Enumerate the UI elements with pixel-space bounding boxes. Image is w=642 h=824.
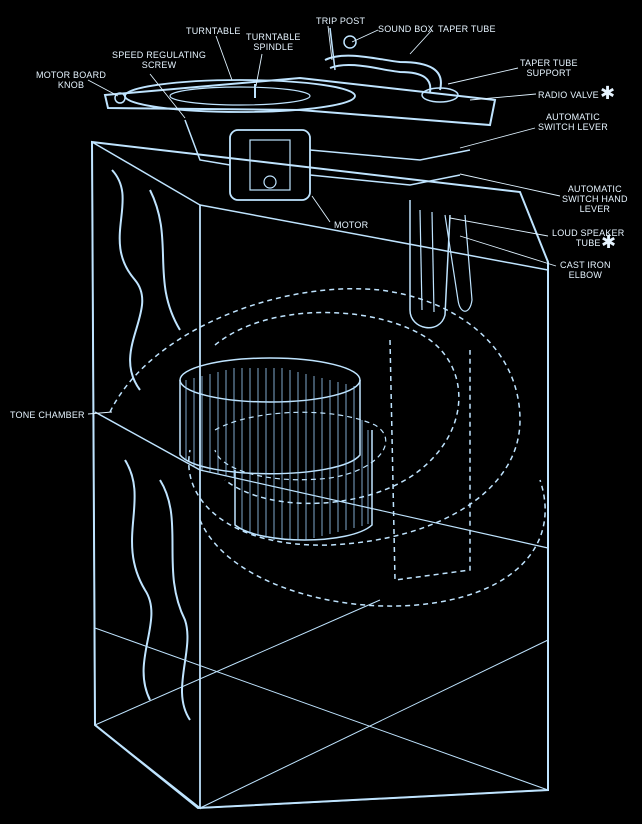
label-line: TUBE xyxy=(575,238,601,248)
leader-speed-screw xyxy=(149,73,186,119)
speed-screw-linkage xyxy=(184,119,231,166)
loud-speaker-asterisk: ✱ xyxy=(601,232,617,253)
turntable-disc xyxy=(124,79,356,113)
cylinder-lower xyxy=(234,430,373,541)
cylinder-side xyxy=(179,380,361,475)
label-line: LEVER xyxy=(579,204,611,214)
wood-grain xyxy=(111,169,144,391)
tone-chamber-passages xyxy=(109,288,546,607)
loud-speaker-tubes xyxy=(409,200,473,329)
label-line: AUTOMATIC xyxy=(567,184,622,194)
leader-loud-speaker-tube xyxy=(449,217,549,237)
label-tone-chamber: TONE CHAMBER xyxy=(10,410,85,420)
leader-tone-chamber xyxy=(87,411,113,415)
cabinet xyxy=(90,140,549,810)
label-line: SPEED REGULATING xyxy=(112,50,207,60)
label-line: SWITCH LEVER xyxy=(538,122,608,132)
leader-switch-lever xyxy=(459,127,536,149)
label-line: AUTOMATIC xyxy=(545,112,600,122)
taper-tube xyxy=(324,54,442,91)
turntable-ring xyxy=(169,86,311,106)
label-line: TAPER TUBE xyxy=(520,58,578,68)
motor-board-top xyxy=(103,76,497,127)
taper-tube xyxy=(329,64,432,93)
leader-turntable-spindle xyxy=(255,53,263,87)
label-line: KNOB xyxy=(57,80,85,90)
label-automatic-switch-hand-lever: AUTOMATIC SWITCH HAND LEVER xyxy=(562,184,628,214)
wood-grain xyxy=(124,459,153,701)
label-loud-speaker-tube: LOUD SPEAKER TUBE xyxy=(552,228,624,248)
label-line: MOTOR BOARD xyxy=(36,70,107,80)
base-line xyxy=(94,599,381,726)
sound-box xyxy=(343,35,357,49)
label-line: SUPPORT xyxy=(526,68,572,78)
label-line: LOUD SPEAKER xyxy=(552,228,625,238)
label-turntable-spindle: TURNTABLE SPINDLE xyxy=(246,32,301,52)
speaker-tube xyxy=(431,211,435,313)
chamber-passage xyxy=(199,479,546,607)
leader-taper-tube xyxy=(409,29,433,55)
leader-turntable xyxy=(215,35,233,81)
chamber-passage xyxy=(214,311,460,505)
shelf-edge xyxy=(94,411,201,471)
motor-window xyxy=(249,139,291,191)
label-line: SPINDLE xyxy=(253,42,294,52)
radio-valve-asterisk: ✱ xyxy=(600,83,616,104)
base-line xyxy=(199,639,549,809)
label-cast-iron-elbow: CAST IRON ELBOW xyxy=(560,260,611,280)
label-motor-board-knob: MOTOR BOARD KNOB xyxy=(36,70,106,90)
label-automatic-switch-lever: AUTOMATIC SWITCH LEVER xyxy=(538,112,608,132)
label-line: SCREW xyxy=(141,60,177,70)
label-line: ELBOW xyxy=(568,270,603,280)
label-sound-box: SOUND BOX xyxy=(378,24,434,34)
motor-board-knob xyxy=(114,92,126,104)
tone-chamber-cylinder xyxy=(179,357,387,541)
base-line xyxy=(94,627,549,791)
label-turntable: TURNTABLE xyxy=(186,26,241,36)
label-taper-tube: TAPER TUBE xyxy=(438,24,496,34)
label-line: CAST IRON xyxy=(560,260,611,270)
speaker-tube xyxy=(419,209,423,311)
leader-radio-valve xyxy=(469,93,537,101)
cast-iron-elbow xyxy=(444,214,473,312)
hand-lever-rod xyxy=(309,174,461,186)
speaker-tube xyxy=(409,200,451,329)
trip-post xyxy=(329,27,336,71)
chamber-passage xyxy=(389,339,471,581)
leader-taper-tube-support xyxy=(447,67,519,85)
leader-motor-board-knob xyxy=(87,79,119,97)
leader-lines xyxy=(87,25,561,415)
label-trip-post: TRIP POST xyxy=(316,16,366,26)
motor-hub xyxy=(263,175,277,189)
switch-lever-rod xyxy=(309,149,471,161)
leader-motor xyxy=(311,195,331,223)
leader-switch-hand-lever xyxy=(459,173,561,197)
leader-cast-iron-elbow xyxy=(459,235,557,267)
label-taper-tube-support: TAPER TUBE SUPPORT xyxy=(520,58,578,78)
leader-sound-box xyxy=(351,29,379,43)
cylinder-top xyxy=(179,357,361,403)
taper-tube-support xyxy=(421,87,459,103)
label-line: SWITCH HAND xyxy=(562,194,628,204)
chamber-passage xyxy=(109,288,521,546)
motor-board xyxy=(103,27,497,201)
wood-grain xyxy=(159,479,191,721)
label-line: TURNTABLE xyxy=(246,32,301,42)
label-motor: MOTOR xyxy=(334,220,369,230)
cabinet-front-panel xyxy=(199,204,549,809)
wood-grain xyxy=(149,189,181,331)
leader-trip-post xyxy=(327,25,333,61)
label-radio-valve: RADIO VALVE xyxy=(538,90,599,100)
inner-passage xyxy=(214,411,387,481)
label-speed-regulating-screw: SPEED REGULATING SCREW xyxy=(112,50,206,70)
